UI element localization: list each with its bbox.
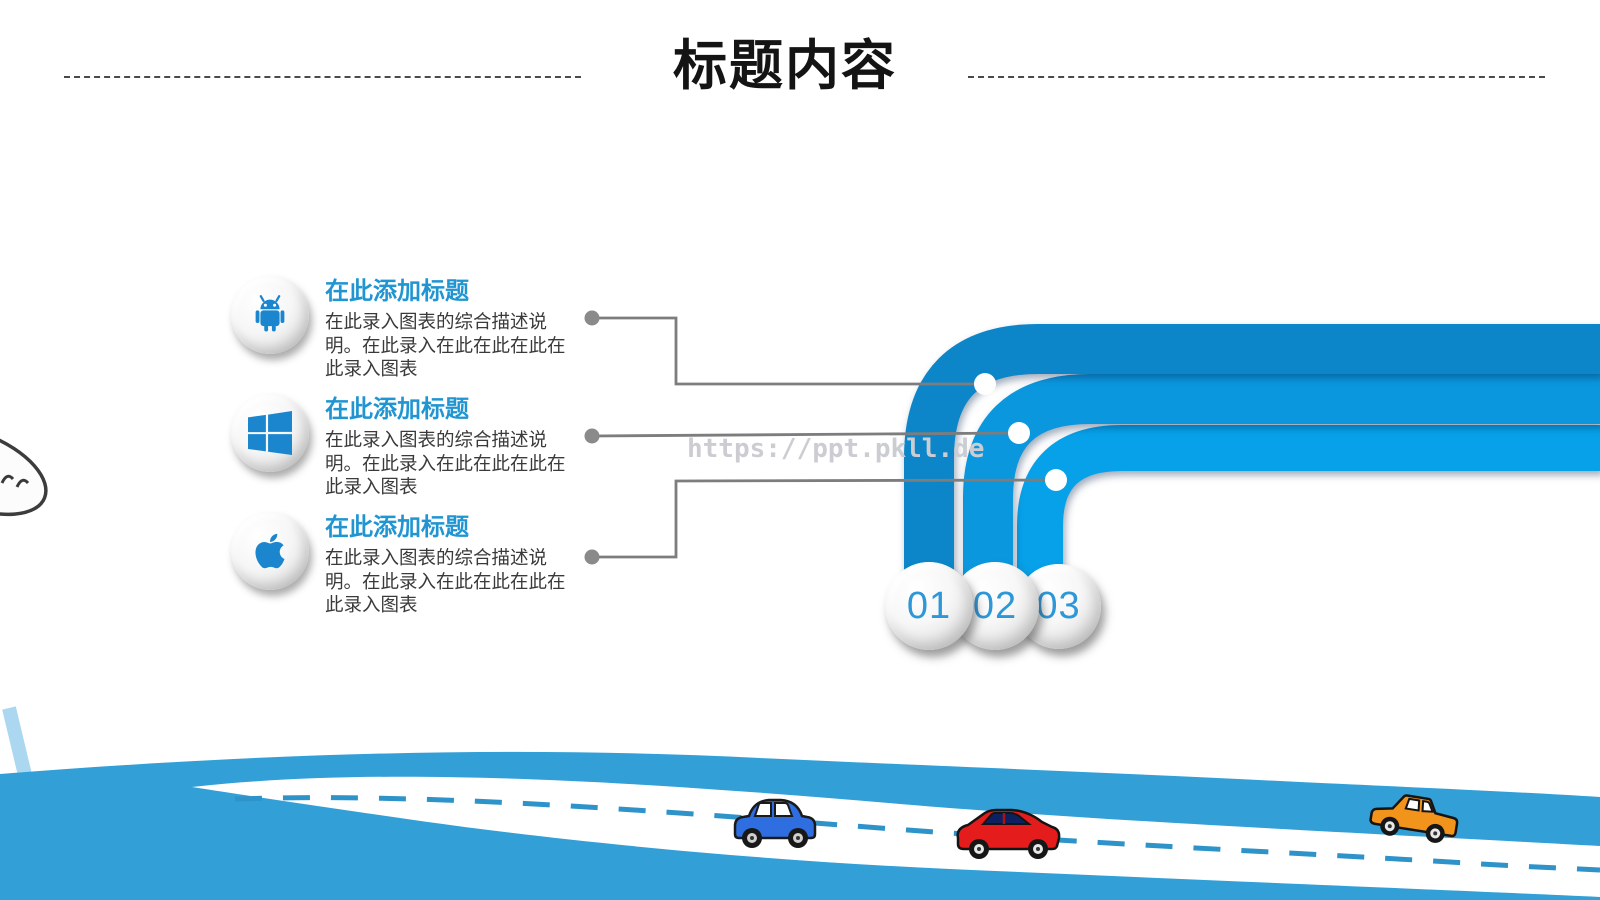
connector-start-dot-2 — [584, 428, 600, 444]
feature-description: 在此录入图表的综合描述说明。在此录入在此在此在此在此录入图表 — [325, 547, 566, 615]
connector-start-dot-1 — [584, 310, 600, 326]
car-window — [753, 802, 772, 817]
step-circle-1: 01 — [885, 562, 973, 650]
step-number: 03 — [1036, 585, 1081, 627]
feature-item-2: 在此添加标题 在此录入图表的综合描述说明。在此录入在此在此在此在此录入图表 — [231, 394, 611, 499]
step-circle-3: 03 — [1016, 564, 1101, 649]
page-title: 标题内容 — [673, 36, 897, 96]
airplane-icon — [0, 424, 48, 517]
red-car — [956, 808, 1061, 859]
feature-title: 在此添加标题 — [325, 514, 469, 541]
feature-item-1: 在此添加标题 在此录入图表的综合描述说明。在此录入在此在此在此在此录入图表 — [231, 276, 611, 381]
pipe-marker-dot-2 — [1008, 422, 1030, 444]
step-number: 02 — [972, 584, 1018, 627]
feature-item-3: 在此添加标题 在此录入图表的综合描述说明。在此录入在此在此在此在此录入图表 — [231, 512, 611, 617]
car-window — [774, 802, 794, 817]
orange-car — [1369, 794, 1459, 843]
feature-title: 在此添加标题 — [325, 396, 469, 423]
car-body — [956, 808, 1061, 851]
connector-line-2 — [591, 431, 1020, 438]
android-icon — [255, 295, 285, 332]
feature-description: 在此录入图表的综合描述说明。在此录入在此在此在此在此录入图表 — [325, 311, 566, 379]
connector-line-1 — [592, 316, 985, 386]
feature-icon-circle — [231, 512, 309, 590]
feature-icon-circle — [231, 394, 309, 472]
title-dash-line-left — [64, 76, 581, 78]
blue-car — [733, 798, 817, 848]
feature-description: 在此录入图表的综合描述说明。在此录入在此在此在此在此录入图表 — [325, 429, 566, 497]
pipe-1 — [904, 324, 1600, 612]
connector-start-dot-3 — [584, 549, 600, 565]
step-number: 01 — [906, 584, 952, 627]
car-window — [1404, 797, 1421, 812]
pipe-marker-dot-3 — [1045, 469, 1067, 491]
connector-line-3 — [592, 478, 1057, 559]
car-window — [1421, 799, 1435, 813]
plane-window-icon — [15, 478, 30, 488]
plane-window-icon — [0, 474, 15, 484]
feature-title: 在此添加标题 — [325, 278, 469, 305]
title-dash-line-right — [968, 76, 1545, 78]
windows-icon — [248, 411, 292, 455]
car-window — [980, 812, 1032, 825]
pipe-3 — [1017, 425, 1600, 612]
pipe-marker-dot-1 — [974, 373, 996, 395]
apple-icon — [255, 533, 285, 569]
watermark: https://ppt.pkll.de — [687, 434, 984, 464]
feature-icon-circle — [231, 276, 309, 354]
